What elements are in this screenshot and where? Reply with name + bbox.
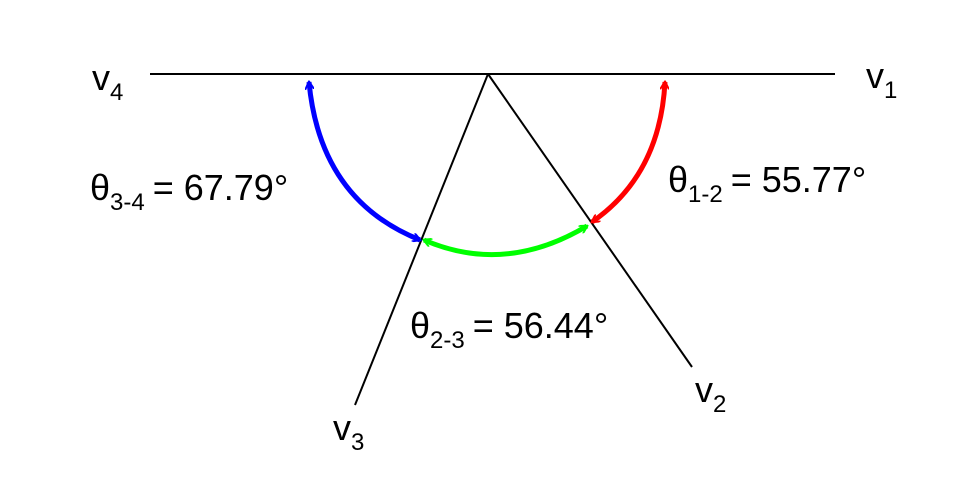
vector-label-v3: v3 [333, 407, 364, 456]
vector-label-v2: v2 [695, 369, 726, 418]
angle-arc-2-3 [424, 223, 587, 258]
angle-arc-3-4 [309, 82, 420, 243]
angle-label-3-4: θ3-4= 67.79° [90, 167, 288, 216]
angle-arc-1-2 [592, 82, 665, 225]
angle-label-2-3: θ2-3= 56.44° [410, 305, 608, 354]
angle-label-1-2: θ1-2= 55.77° [668, 159, 866, 208]
vector-label-v4: v4 [92, 57, 123, 106]
vector-label-v1: v1 [866, 55, 897, 104]
vector-line-v3 [354, 73, 489, 406]
